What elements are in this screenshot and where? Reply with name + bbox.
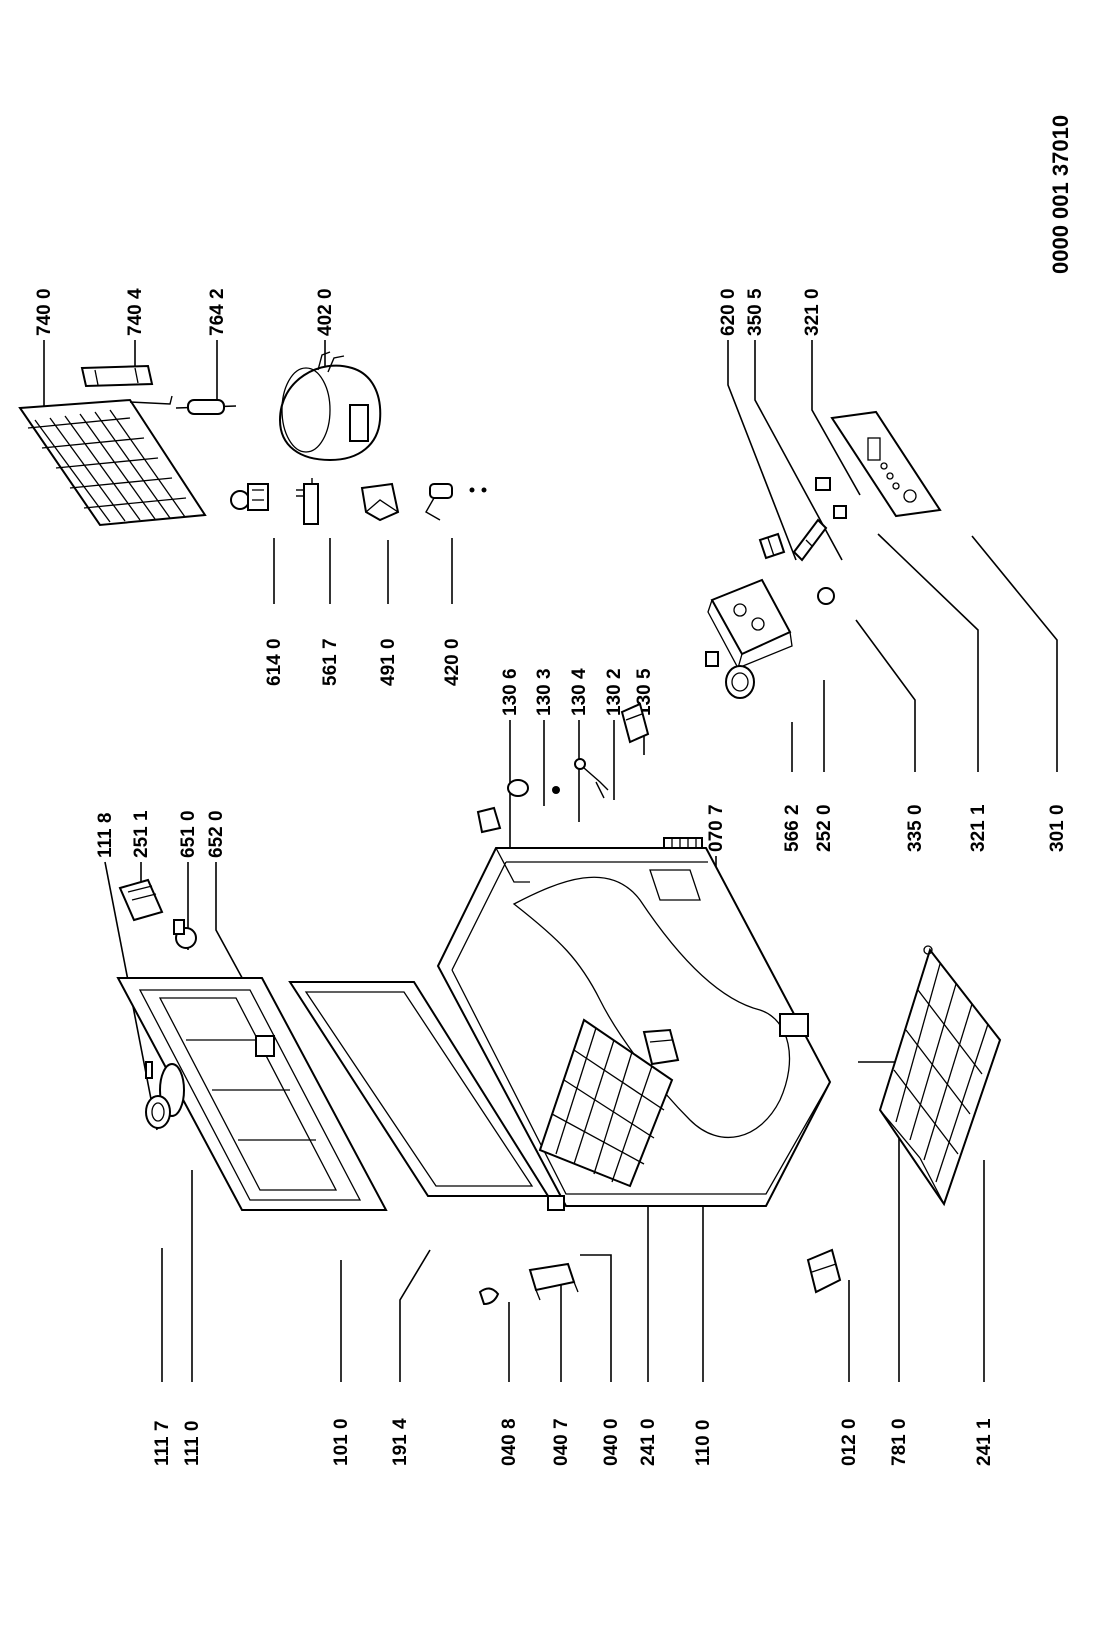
label-130-3: 130 3	[534, 668, 555, 716]
wire-basket-inner	[538, 1018, 674, 1188]
label-740-0: 740 0	[34, 288, 55, 336]
label-111-7: 111 7	[152, 1421, 173, 1466]
label-321-1: 321 1	[968, 804, 989, 852]
clip-040-8	[478, 1287, 500, 1306]
leader-321-1	[877, 533, 979, 772]
clip-130-6	[476, 806, 502, 834]
label-764-2: 764 2	[207, 288, 228, 336]
label-252-0: 252 0	[814, 804, 835, 852]
label-420-0: 420 0	[442, 638, 463, 686]
label-301-0: 301 0	[1047, 804, 1068, 852]
label-040-0: 040 0	[601, 1418, 622, 1466]
small-clip-321-1	[833, 505, 847, 519]
relay-cover	[360, 482, 400, 522]
label-652-0: 652 0	[206, 810, 227, 858]
capacitor	[425, 483, 487, 521]
knob	[817, 587, 835, 605]
leader-350-5	[754, 340, 843, 561]
leader-321-0	[811, 340, 861, 496]
label-614-0: 614 0	[264, 638, 285, 686]
label-110-0: 110 0	[693, 1420, 714, 1467]
thermostat	[296, 478, 319, 525]
leader-335-0	[855, 619, 916, 772]
label-620-0: 620 0	[718, 288, 739, 336]
label-111-8: 111 8	[95, 813, 116, 858]
label-241-0: 241 0	[638, 1418, 659, 1466]
leader-191-4	[399, 1249, 431, 1382]
label-740-4: 740 4	[125, 288, 146, 336]
thermostat-housing	[707, 578, 793, 670]
label-402-0: 402 0	[315, 288, 336, 336]
label-241-1: 241 1	[974, 1418, 995, 1466]
lock-111-8	[145, 1061, 153, 1079]
label-191-4: 191 4	[390, 1418, 411, 1466]
label-781-0: 781 0	[889, 1418, 910, 1466]
label-040-7: 040 7	[551, 1418, 572, 1466]
label-335-0: 335 0	[905, 804, 926, 852]
start-relay	[230, 483, 269, 511]
label-321-0: 321 0	[802, 288, 823, 336]
leader-040-0	[580, 1254, 612, 1382]
lid-handle	[145, 1095, 171, 1129]
light-bulb	[173, 919, 197, 949]
label-651-0: 651 0	[178, 810, 199, 858]
leader-620-0	[727, 340, 797, 561]
label-070-7: 070 7	[706, 804, 727, 852]
dryer-filter	[175, 399, 237, 415]
freezer-lid	[116, 977, 388, 1211]
lamp-holder	[792, 518, 828, 562]
compressor	[278, 351, 382, 462]
control-panel	[830, 410, 942, 518]
bracket-012-0	[806, 1248, 842, 1294]
spring-knob	[705, 651, 755, 699]
label-111-0: 111 0	[182, 1421, 203, 1466]
label-561-7: 561 7	[320, 638, 341, 686]
hinge-040-7	[528, 1262, 579, 1301]
label-012-0: 012 0	[839, 1418, 860, 1466]
label-130-2: 130 2	[604, 668, 625, 716]
label-251-1: 251 1	[131, 810, 152, 858]
condenser-bracket	[80, 364, 154, 388]
label-101-0: 101 0	[331, 1418, 352, 1466]
inner-handle	[642, 1028, 680, 1066]
washer-130-3	[507, 779, 529, 797]
document-number: 0000 001 37010	[1048, 115, 1073, 274]
wire-clip-130-2	[574, 758, 609, 799]
small-clip-321-0	[815, 477, 831, 491]
label-566-2: 566 2	[782, 804, 803, 852]
condenser-coil	[18, 395, 207, 527]
freezer-cabinet	[436, 847, 832, 1211]
label-350-5: 350 5	[745, 288, 766, 336]
label-130-4: 130 4	[569, 668, 590, 716]
hinge-cover-130-5	[620, 702, 650, 744]
label-491-0: 491 0	[378, 638, 399, 686]
screw-130-4	[552, 786, 560, 794]
wire-basket-outer	[878, 945, 1002, 1207]
lamp-cover	[118, 878, 164, 922]
switch-part	[758, 532, 786, 560]
label-130-6: 130 6	[500, 668, 521, 716]
label-040-8: 040 8	[499, 1418, 520, 1466]
leader-301-0	[971, 535, 1058, 772]
